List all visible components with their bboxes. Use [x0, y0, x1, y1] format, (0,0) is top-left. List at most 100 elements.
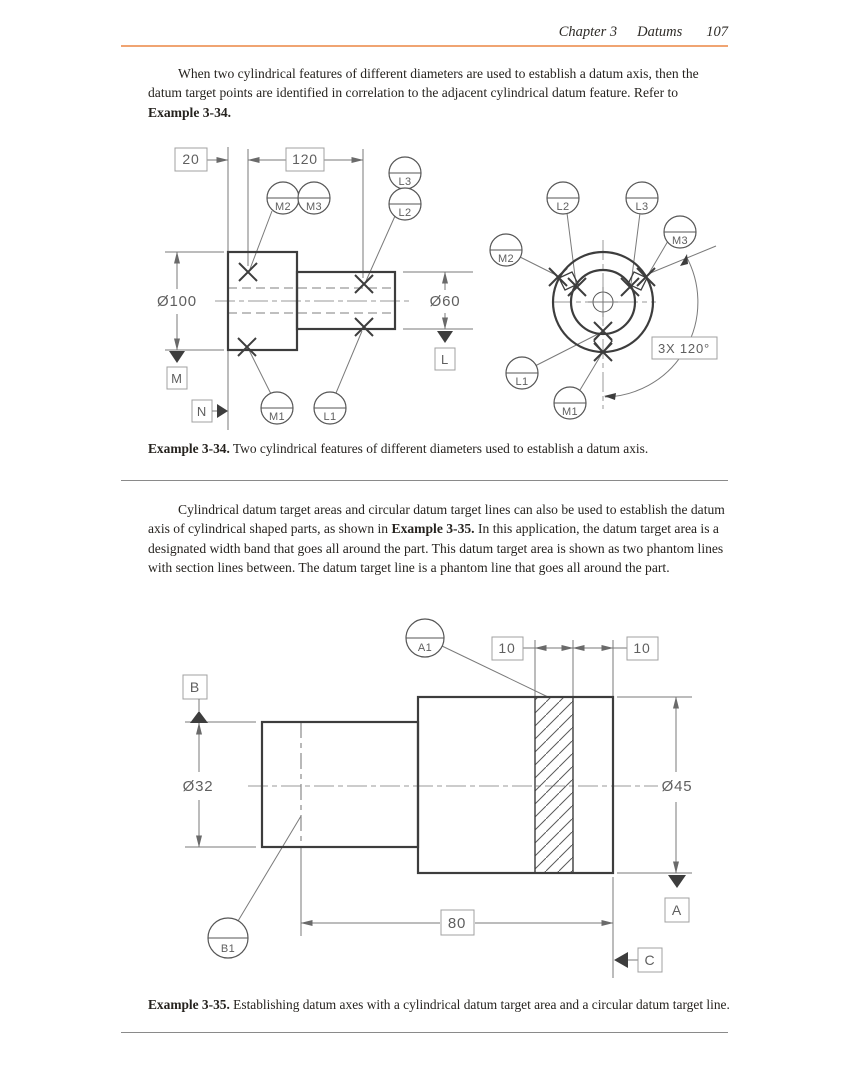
target-m2-label: M2: [498, 253, 514, 265]
datum-a-label: A: [672, 902, 682, 918]
target-m1-label: M1: [562, 406, 578, 418]
target-l3-symbol-end: L3: [625, 181, 659, 215]
dim-20-value: 20: [182, 151, 199, 167]
target-area-hatch: [535, 697, 573, 873]
extension-lines: [165, 147, 473, 430]
paragraph-1-text: When two cylindrical features of differe…: [148, 66, 699, 101]
target-m3-symbol-end: M3: [663, 215, 697, 249]
target-l1-label: L1: [515, 376, 528, 388]
datum-c-box: [637, 947, 663, 973]
small-cylinder-outline: [260, 720, 420, 849]
target-m1-label: M1: [269, 411, 285, 423]
dim-20-box: [174, 147, 208, 172]
target-m2-symbol: M2: [266, 181, 300, 215]
target-a1-symbol: A1: [405, 618, 445, 658]
caption-3-34-number: Example 3-34.: [148, 441, 230, 456]
target-l2-label: L2: [556, 201, 569, 213]
caption-3-34-text: Two cylindrical features of different di…: [229, 441, 649, 456]
target-m1-symbol: M1: [260, 391, 294, 425]
dim-80-value: 80: [448, 915, 466, 932]
dia-45-label: Ø45: [662, 778, 693, 795]
dia-60-label: Ø60: [430, 293, 461, 310]
arc-arrow-top: [680, 254, 688, 266]
target-b1-label: B1: [221, 943, 235, 955]
caption-3-35-text: Establishing datum axes with a cylindric…: [229, 997, 730, 1012]
datum-l-box: [434, 347, 456, 371]
section-label: Datums: [637, 24, 683, 40]
arc-arrow-bottom: [604, 393, 616, 400]
page-number: 107: [706, 24, 728, 40]
caption-3-35-number: Example 3-35.: [148, 997, 230, 1012]
target-b1-symbol: B1: [207, 917, 249, 959]
paragraph-1: When two cylindrical features of differe…: [148, 64, 732, 122]
paragraph-2-text: Cylindrical datum target areas and circu…: [148, 502, 725, 537]
dim-120-box: [285, 147, 325, 172]
target-l3-symbol: L3: [388, 156, 422, 190]
target-leaders: [248, 210, 396, 395]
dia-100-label: Ø100: [157, 293, 197, 310]
datum-n-triangle-icon: [217, 404, 228, 418]
datum-l-triangle-icon: [437, 331, 453, 343]
end-view-x-marks: [548, 267, 656, 362]
dim-120-value: 120: [292, 151, 318, 167]
target-l2-label: L2: [398, 207, 411, 219]
dim-10-width-box: [491, 636, 524, 661]
end-view-leaders: [519, 212, 669, 391]
datum-n-label: N: [197, 404, 207, 419]
angle-note-box: [651, 336, 718, 360]
datum-m-box: [166, 366, 188, 390]
paragraph-2-text-cont: In this application, the datum target ar…: [148, 521, 724, 576]
target-l1-symbol: L1: [313, 391, 347, 425]
target-a1-leader: [441, 645, 549, 698]
dim-10-width-value: 10: [498, 640, 515, 656]
datum-a-triangle-icon: [668, 875, 686, 888]
paragraph-2-ref: Example 3-35.: [391, 521, 475, 537]
target-l2-symbol-end: L2: [546, 181, 580, 215]
side-view: M2 M3 L3 L2 M1 L1: [157, 147, 473, 430]
datum-c-triangle-icon: [614, 952, 628, 968]
target-l1-label: L1: [323, 411, 336, 423]
connector-upper-left: [558, 271, 579, 291]
target-m2-label: M2: [275, 201, 291, 213]
connector-upper-right: [627, 271, 648, 291]
dia-32-label: Ø32: [183, 778, 214, 795]
dim-80-box: [440, 909, 475, 936]
figure-example-3-35: 10 10 80 Ø32 Ø45 A1 B1 B: [182, 618, 693, 978]
target-m3-label: M3: [306, 201, 322, 213]
target-b1-leader: [237, 815, 302, 922]
angle-note-value: 3X 120°: [658, 341, 710, 356]
target-m3-label: M3: [672, 235, 688, 247]
target-m1-symbol-end: M1: [553, 386, 587, 420]
header-rule: [121, 45, 728, 47]
target-m2-symbol-end: M2: [489, 233, 523, 267]
shaft-view: 10 10 80 Ø32 Ø45 A1 B1 B: [182, 618, 693, 978]
large-cylinder-outline: [416, 695, 615, 875]
paragraph-2: Cylindrical datum target areas and circu…: [148, 500, 732, 578]
datum-b-triangle-icon: [190, 711, 208, 723]
inner-diameter-circle: [569, 268, 637, 336]
caption-3-34-rule: [121, 480, 728, 481]
caption-example-3-34: Example 3-34. Two cylindrical features o…: [148, 440, 732, 459]
target-l3-label: L3: [398, 176, 411, 188]
small-cylinder-outline: [295, 270, 397, 331]
datum-l-label: L: [441, 352, 449, 367]
paragraph-1-ref: Example 3-34.: [148, 104, 232, 120]
datum-c-label: C: [645, 952, 656, 968]
target-l2-symbol: L2: [388, 187, 422, 221]
datum-a-box: [664, 897, 690, 923]
end-view: L2 L3 M3 M2 L1 M1: [489, 181, 718, 420]
target-a1-label: A1: [418, 642, 432, 654]
datum-m-triangle-icon: [169, 351, 185, 363]
center-crosshair: [588, 287, 618, 317]
datum-m-label: M: [171, 371, 183, 386]
dim-10-offset-box: [626, 636, 659, 661]
figure-example-3-34: M2 M3 L3 L2 M1 L1: [157, 147, 718, 430]
extension-lines: [185, 640, 692, 978]
target-l1-symbol-end: L1: [505, 356, 539, 390]
datum-b-label: B: [190, 679, 200, 695]
datum-target-x-marks: [237, 262, 374, 357]
caption-3-35-rule: [121, 1032, 728, 1033]
caption-example-3-35: Example 3-35. Establishing datum axes wi…: [148, 996, 732, 1015]
